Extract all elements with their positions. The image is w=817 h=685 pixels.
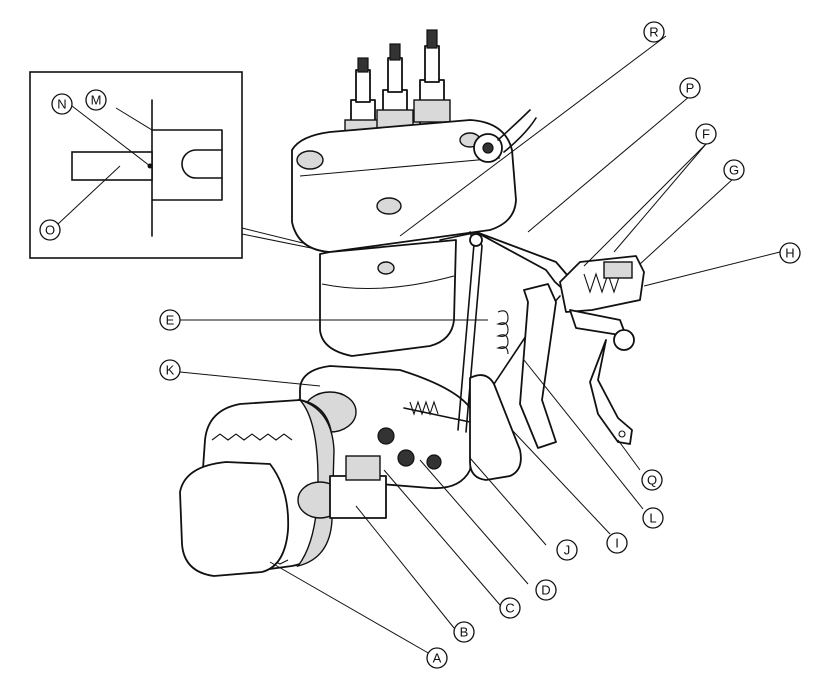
callout-h: H	[779, 242, 801, 264]
callout-q: Q	[641, 469, 663, 491]
callout-e-label: E	[166, 313, 175, 328]
callout-f: F	[695, 123, 717, 145]
callout-a-label: A	[433, 651, 442, 666]
callout-a: A	[426, 647, 448, 669]
callout-b-label: B	[460, 625, 469, 640]
callout-k: K	[159, 359, 181, 381]
callout-o: O	[39, 219, 61, 241]
callout-e: E	[159, 309, 181, 331]
callout-m-label: M	[91, 93, 102, 108]
delivery-valve-3	[413, 29, 451, 137]
callout-h-label: H	[785, 246, 794, 261]
callout-k-label: K	[166, 363, 175, 378]
callout-l: L	[642, 507, 664, 529]
callout-b: B	[453, 621, 475, 643]
pump-head	[291, 29, 537, 253]
callout-i: I	[606, 532, 628, 554]
callout-j-label: J	[564, 543, 571, 558]
callout-l-label: L	[649, 511, 656, 526]
callout-g-label: G	[729, 163, 739, 178]
drive-gear	[179, 398, 387, 577]
callout-d-label: D	[541, 583, 550, 598]
callout-p-label: P	[686, 81, 695, 96]
callout-p: P	[679, 77, 701, 99]
pump-housing	[319, 239, 457, 357]
governor-linkage	[439, 231, 645, 481]
callout-d: D	[535, 579, 557, 601]
callout-m: M	[85, 89, 107, 111]
callout-n: N	[51, 93, 73, 115]
callout-j: J	[556, 539, 578, 561]
callout-c-label: C	[505, 601, 514, 616]
callout-f-label: F	[702, 127, 710, 142]
callout-c: C	[499, 597, 521, 619]
callout-n-label: N	[57, 97, 66, 112]
callout-o-label: O	[45, 223, 55, 238]
callout-g: G	[723, 159, 745, 181]
callout-i-label: I	[615, 536, 619, 551]
callout-r-label: R	[649, 25, 658, 40]
leader-lines	[57, 35, 781, 655]
callout-q-label: Q	[647, 473, 657, 488]
callout-r: R	[643, 21, 665, 43]
